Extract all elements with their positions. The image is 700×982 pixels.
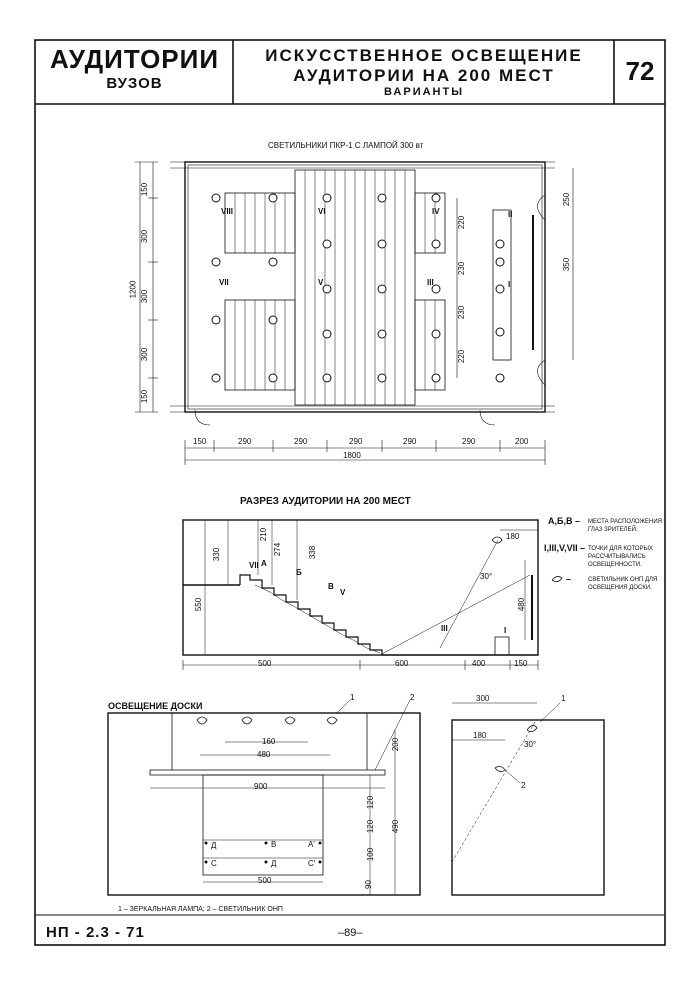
section-point-iii: III (441, 624, 448, 633)
legend-key-1: А,Б,В – (548, 516, 580, 526)
board-point-d1: Д (211, 841, 217, 850)
board-dim-480: 480 (257, 750, 271, 759)
legend-key-3: – (566, 574, 572, 584)
board-caption: ОСВЕЩЕНИЕ ДОСКИ (108, 701, 203, 711)
board-section-dim-300: 300 (476, 694, 490, 703)
board-callout-2: 2 (410, 693, 415, 702)
board-section-callout-2: 2 (521, 781, 526, 790)
board-dim-900: 900 (254, 782, 268, 791)
plan-point-vi: VI (318, 207, 326, 216)
plan-dim-7: 200 (515, 437, 529, 446)
topic-line-2: АУДИТОРИИ НА 200 МЕСТ (293, 66, 555, 85)
section-dim-3: 400 (472, 659, 486, 668)
plan-caption: СВЕТИЛЬНИКИ ПКР-1 С ЛАМПОЙ 300 вт (268, 141, 424, 150)
board-dim-160: 160 (262, 737, 276, 746)
section-point-v-letter: B (328, 582, 334, 591)
plan-point-v: V (318, 278, 324, 287)
document-code: НП - 2.3 - 71 (46, 924, 145, 941)
board-section-dim-180: 180 (473, 731, 487, 740)
series-subtitle: ВУЗОВ (106, 75, 163, 92)
plan-point-iv: IV (432, 207, 440, 216)
plan-dim-1: 150 (193, 437, 207, 446)
section-point-vii: VII (249, 561, 259, 570)
topic-line-1: ИСКУССТВЕННОЕ ОСВЕЩЕНИЕ (265, 46, 583, 65)
plan-point-vii: VII (219, 278, 229, 287)
series-title: АУДИТОРИИ (49, 44, 220, 74)
legend-text-3: СВЕТИЛЬНИК ОНП ДЛЯ ОСВЕЩЕНИЯ ДОСКИ. (588, 577, 658, 591)
header-series: АУДИТОРИИ ВУЗОВ (36, 40, 233, 103)
footnote: 1 – ЗЕРКАЛЬНАЯ ЛАМПА; 2 – СВЕТИЛЬНИК ОНП (118, 906, 283, 913)
header-topic: ИСКУССТВЕННОЕ ОСВЕЩЕНИЕ АУДИТОРИИ НА 200… (234, 40, 614, 103)
plan-point-viii: VIII (221, 207, 234, 216)
plan-point-i: I (508, 280, 511, 289)
section-dim-4: 150 (514, 659, 528, 668)
board-point-c-prime: С' (308, 859, 316, 868)
board-callout-1: 1 (350, 693, 355, 702)
board-point-d2: Д (271, 859, 277, 868)
topic-line-3: ВАРИАНТЫ (384, 86, 464, 98)
section-point-b: Б (296, 568, 302, 577)
plan-dim-6: 290 (462, 437, 476, 446)
plan-point-iii: III (427, 278, 434, 287)
board-point-a: А' (308, 840, 315, 849)
page-number: –89– (338, 927, 363, 939)
legend-text-2: ТОЧКИ ДЛЯ КОТОРЫХ РАССЧИТЫВАЛИСЬ ОСВЕЩЕН… (588, 546, 653, 568)
plan-dim-4: 290 (349, 437, 363, 446)
board-section-callout-1: 1 (561, 694, 566, 703)
section-dim-2: 600 (395, 659, 409, 668)
board-point-c: С (211, 859, 217, 868)
plan-dim-3: 290 (294, 437, 308, 446)
legend-key-2: I,III,V,VII – (544, 543, 586, 553)
section-top-dim: 180 (506, 532, 520, 541)
sheet-number: 72 (625, 56, 655, 86)
plan-point-ii: II (508, 210, 513, 219)
plan-dim-2: 290 (238, 437, 252, 446)
section-dim-1: 500 (258, 659, 272, 668)
section-angle: 30° (480, 572, 493, 581)
board-section-angle: 30° (524, 740, 537, 749)
section-point-v: V (340, 588, 346, 597)
plan-total-width: 1800 (343, 451, 361, 460)
legend-text-1: МЕСТА РАСПОЛОЖЕНИЯ ГЛАЗ ЗРИТЕЛЕЙ. (588, 519, 662, 533)
board-dim-500: 500 (258, 876, 272, 885)
plan-dim-5: 290 (403, 437, 417, 446)
section-caption: РАЗРЕЗ АУДИТОРИИ НА 200 МЕСТ (240, 496, 411, 507)
board-point-b: В (271, 840, 277, 849)
section-point-i: I (504, 626, 507, 635)
section-point-a: A (261, 559, 267, 568)
